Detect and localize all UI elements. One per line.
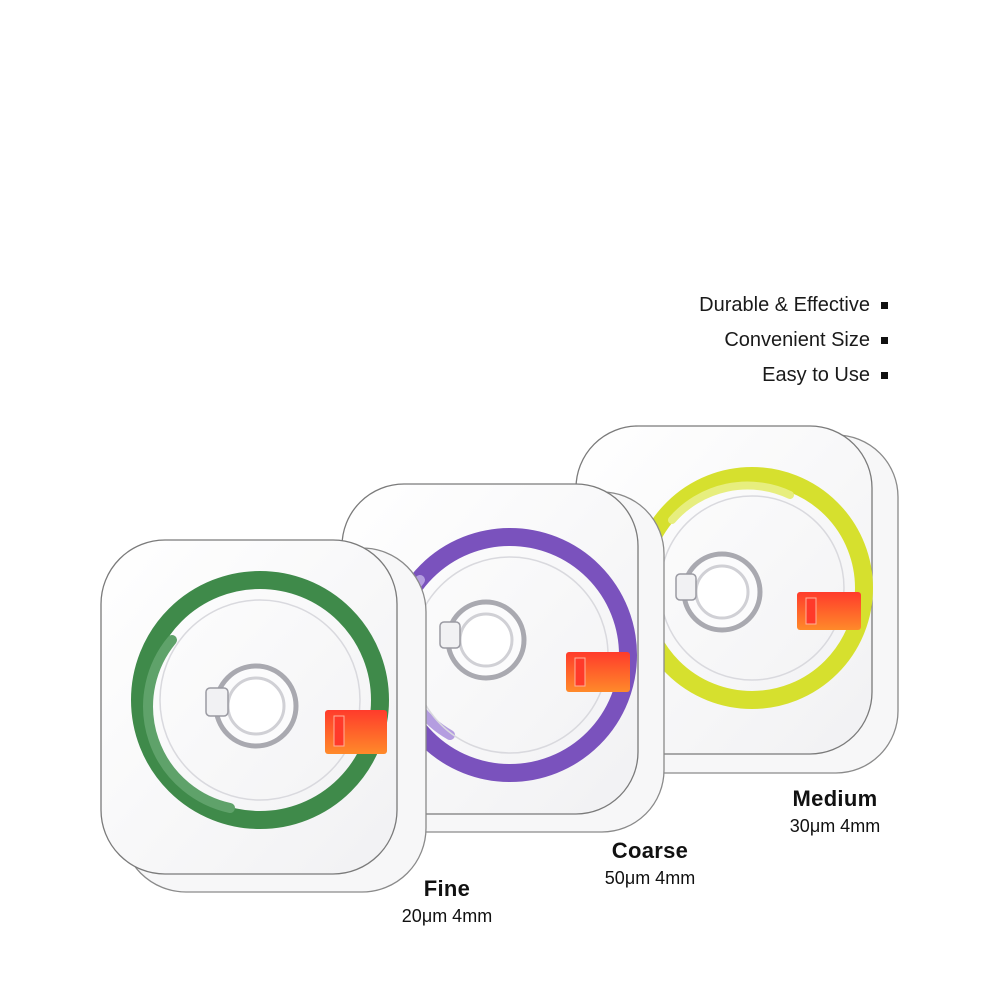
coarse-label: Coarse 50μm 4mm [590,838,710,889]
product-spec: 50μm 4mm [604,868,696,888]
square-bullet-icon [881,337,888,344]
product-name: Fine [423,876,471,901]
feature-item: Easy to Use [699,358,888,393]
fine-label: Fine 20μm 4mm [387,876,507,927]
feature-text: Durable & Effective [699,294,870,316]
feature-text: Easy to Use [762,364,870,386]
product-spec: 30μm 4mm [789,816,881,836]
medium-label: Medium 30μm 4mm [775,786,895,837]
feature-item: Convenient Size [699,323,888,358]
product-spec: 20μm 4mm [401,906,493,926]
square-bullet-icon [881,302,888,309]
product-name: Coarse [611,838,689,863]
feature-list: Durable & Effective Convenient Size Easy… [699,288,888,393]
feature-text: Convenient Size [724,329,870,351]
feature-item: Durable & Effective [699,288,888,323]
fine-spool [100,539,427,893]
product-name: Medium [792,786,878,811]
square-bullet-icon [881,372,888,379]
